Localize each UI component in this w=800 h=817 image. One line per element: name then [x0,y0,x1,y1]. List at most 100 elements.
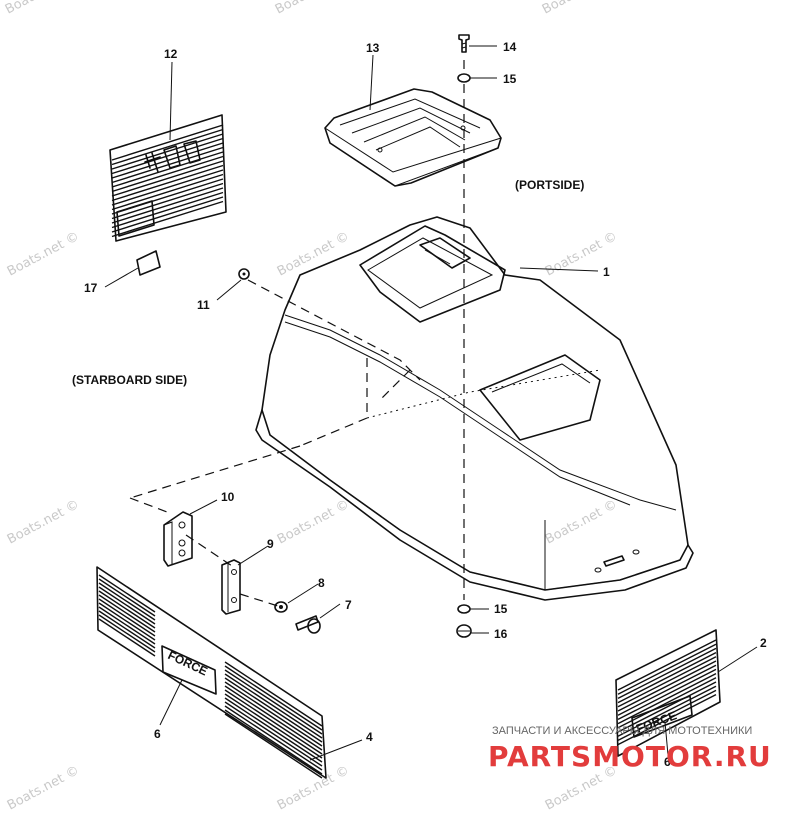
decal-12-stripe [111,187,224,224]
decal-4-stripe [224,713,323,779]
part-9-bracket [221,559,241,615]
callout-leaders [104,45,758,761]
decal-12-stripe [111,196,224,233]
callout-14: 14 [503,40,517,54]
decal-12-stripe [111,146,224,184]
callout-7: 7 [345,598,352,612]
decal-4-stripe [98,602,156,641]
callout-6-starboard: 6 [154,727,161,741]
part-7-bolt [295,615,321,634]
decal-12-stripe [111,182,224,220]
decal-4-stripe [98,606,156,645]
decal-2-stripe [617,643,717,695]
decal-12-stripe [111,151,224,188]
watermark-bottom-left: Boats.net © [5,763,82,813]
brand-watermark: ЗАПЧАСТИ И АКСЕССУАРЫ ДЛЯ МОТОТЕХНИКИ PA… [488,725,772,773]
part-15-washer-bottom [457,604,471,614]
decal-4-stripe [224,693,323,759]
portside-label: (PORTSIDE) [515,178,584,192]
decal-2-stripe [617,647,717,700]
decal-4-stripe [98,586,156,625]
watermark-mid-left: Boats.net © [5,229,82,279]
callout-6-portside: 6 [664,755,671,769]
decal-4-stripe [98,614,156,653]
callout-17: 17 [84,281,98,295]
part-12-model-decal [109,114,227,242]
watermark-top-left: Boats.net © [3,0,80,18]
part-2-side-decal: FORCE [615,629,721,757]
decal-4-stripe [224,677,323,743]
decal-4-stripe [98,610,156,649]
decal-4-stripe [224,705,323,771]
decal-4-stripe [224,661,323,727]
decal-2-stripe [617,651,717,704]
watermark-low-center: Boats.net © [275,497,352,547]
brand-tagline: ЗАПЧАСТИ И АКСЕССУАРЫ ДЛЯ МОТОТЕХНИКИ [492,725,752,737]
decal-12-stripe [111,133,224,170]
starboard-side-label: (STARBOARD SIDE) [72,373,187,387]
part-4-decal-text: FORCE [166,648,210,678]
callout-4: 4 [366,730,373,744]
decal-4-stripe [98,582,156,621]
callout-12: 12 [164,47,178,61]
callout-15-bottom: 15 [494,602,508,616]
part-4-side-decal: FORCE [96,566,327,779]
callout-numbers: 1 2 4 6 6 7 8 9 10 11 12 13 14 15 15 16 … [84,40,767,769]
decal-2-stripe [617,656,717,708]
decal-4-stripe [224,689,323,755]
decal-2-stripe [617,664,717,716]
watermark-low-right: Boats.net © [543,497,620,547]
callout-1: 1 [603,265,610,279]
part-1-top-cowl [255,216,694,601]
decal-4-stripe [98,578,156,617]
decal-12-stripe [111,173,224,211]
decal-2-stripe [617,677,717,729]
watermark-cowl: Boats.net © [275,229,352,279]
decal-4-stripe [224,685,323,751]
part-14-screw [458,34,470,53]
part-8-nut [274,601,288,613]
callout-11: 11 [197,298,210,312]
decal-4-stripe [224,681,323,747]
decal-4-stripe [98,618,156,657]
callout-10: 10 [221,490,235,504]
part-13-top-plate [324,88,502,187]
decal-12-stripe [111,169,224,206]
brand-name: PARTSMOTOR.RU [488,740,772,773]
decal-2-stripe [617,685,717,737]
watermark-top-right: Boats.net © [540,0,617,18]
watermark-low-left: Boats.net © [5,497,82,547]
callout-2: 2 [760,636,767,650]
callout-9: 9 [267,537,274,551]
decal-4-stripe [224,673,323,739]
decal-12-stripe [111,155,224,193]
decal-2-stripe [617,639,717,691]
decal-12-stripe [111,160,224,197]
decal-12-stripe [111,137,224,175]
decal-4-stripe [224,665,323,731]
decal-12-stripe [111,164,224,202]
callout-16: 16 [494,627,508,641]
decal-2-stripe [617,668,717,721]
decal-4-stripe [98,598,156,637]
decal-2-stripe [617,672,717,725]
decal-4-stripe [98,590,156,629]
callout-8: 8 [318,576,325,590]
decal-4-stripe [224,709,323,775]
decal-4-stripe [98,594,156,633]
callout-13: 13 [366,41,380,55]
decal-2-stripe [617,689,717,742]
assembly-lines [129,60,601,607]
decal-12-stripe [111,124,224,161]
part-16-nut [456,624,472,638]
decal-4-stripe [98,574,156,613]
decal-12-stripe [111,200,224,238]
callout-15-top: 15 [503,72,517,86]
part-11-screw [238,268,250,280]
part-10-bracket [163,511,193,567]
decal-2-stripe [617,660,717,712]
decal-4-stripe [224,701,323,767]
watermark-top-center: Boats.net © [273,0,350,18]
decal-12-stripe [111,128,224,166]
